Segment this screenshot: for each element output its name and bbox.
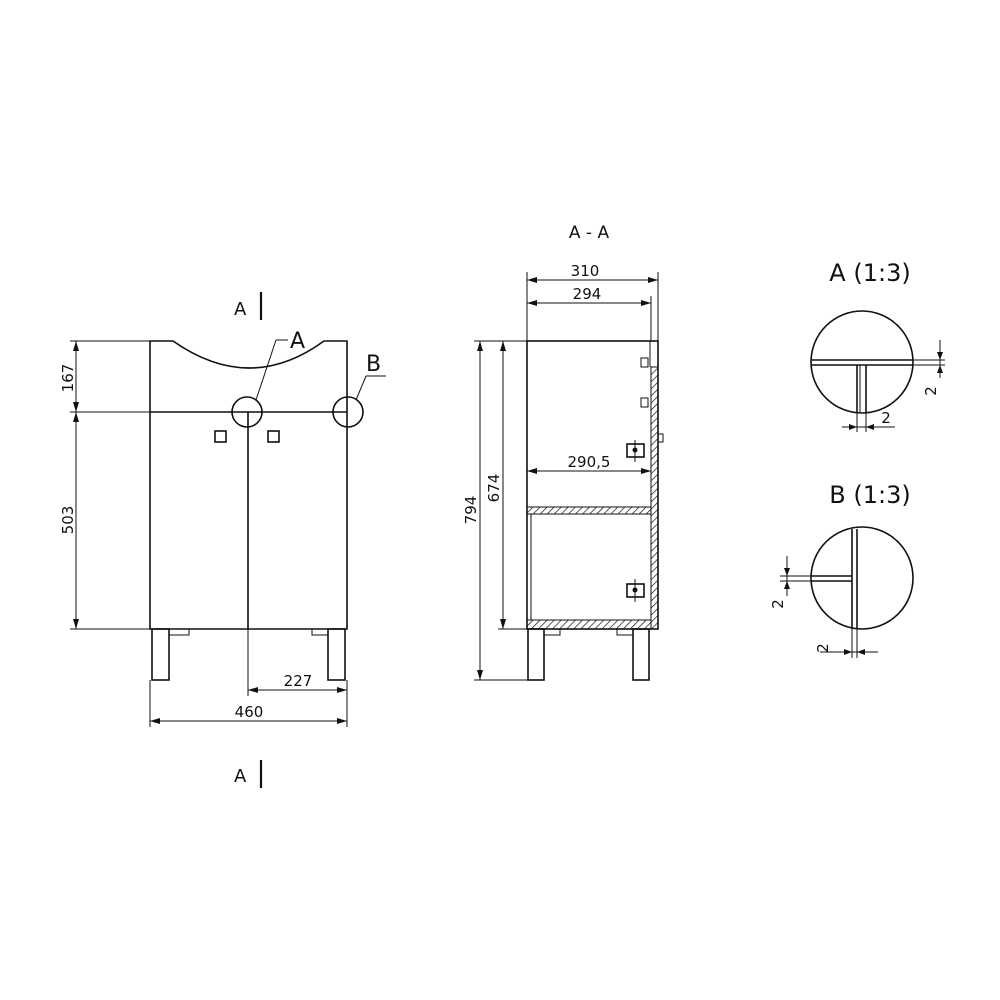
section-view: A - A [462,223,664,681]
detail-a-leader [255,339,277,401]
detail-a-circle [810,310,914,414]
dim-half-value: 227 [284,672,313,690]
section-cabinet-outline [526,340,659,630]
upper-hinge-icon [626,440,645,462]
front-view: A A A B 167 503 [59,292,386,788]
wall-fixing [657,433,664,443]
back-panel-hatched [650,366,659,630]
lower-hinge-icon [626,579,645,602]
detail-b-dim-h: 2 [814,643,832,653]
top-fitting [640,357,649,368]
right-door-handle [267,430,280,443]
detail-circle-b [332,396,364,428]
right-leg [327,628,346,681]
section-back-leg [632,628,650,681]
dim-shelf-depth-value: 290,5 [568,453,611,471]
left-leg [151,628,170,681]
dim-inner-depth-value: 294 [573,285,602,303]
detail-b-leader [355,375,367,401]
section-title: A - A [569,223,610,243]
dim-width-value: 460 [235,703,264,721]
section-front-leg [527,628,545,681]
shelf-hatched [526,506,652,515]
left-door-handle [214,430,227,443]
detail-a-dim-h: 2 [881,409,891,427]
detail-a-label: A [290,329,305,354]
section-mark-top: A [234,299,247,320]
cabinet-outline [149,340,348,630]
dim-total-height-value: 794 [462,496,480,525]
dim-outer-depth-value: 310 [571,262,600,280]
bottom-panel-hatched [526,619,652,630]
dim-body-value: 503 [59,506,77,535]
detail-circle-a [231,396,263,428]
detail-a-view: A (1:3) 2 2 [810,259,945,432]
detail-b-dim-v: 2 [769,599,787,609]
detail-b-view: B (1:3) 2 2 [769,481,914,658]
detail-b-label: B [366,352,381,377]
right-foot-plate [311,628,329,636]
detail-a-dim-v: 2 [922,386,940,396]
section-mark-bottom: A [234,766,247,787]
mid-fitting [640,397,649,408]
dim-top-value: 167 [59,364,77,393]
detail-a-title: A (1:3) [829,259,910,287]
detail-b-circle [810,526,914,630]
dim-body-height-value: 674 [485,474,503,503]
left-foot-plate [168,628,190,636]
detail-b-title: B (1:3) [829,481,910,509]
